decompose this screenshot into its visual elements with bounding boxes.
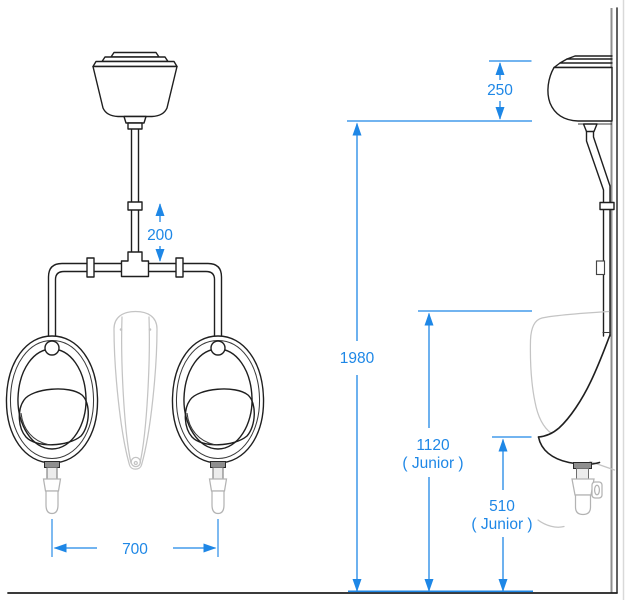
- dimension-1980-label: 1980: [340, 350, 375, 367]
- dimension-700: 700: [51, 519, 219, 558]
- outlet-flange: [573, 462, 592, 469]
- pipe-bracket: [595, 260, 606, 276]
- dimension-700-label: 700: [122, 541, 148, 558]
- front-view: [5, 51, 265, 515]
- dimension-510-label: 510: [489, 498, 515, 515]
- bottle-trap: [574, 494, 592, 516]
- dimension-1120-label: 1120: [416, 437, 450, 454]
- pipe-coupling: [86, 257, 95, 278]
- dimension-200: 200: [147, 203, 173, 262]
- dimension-250: 250: [487, 60, 532, 120]
- tee-fitting: [120, 251, 150, 278]
- side-view: [529, 7, 618, 594]
- flush-pipe-side: [585, 130, 615, 337]
- urinal-left: [5, 335, 99, 515]
- dimension-250-label: 250: [487, 82, 513, 99]
- dimension-1980: 1980: [340, 120, 532, 592]
- pipe-coupling: [599, 201, 615, 211]
- pipe-coupling: [127, 201, 143, 211]
- cistern-front: [92, 51, 178, 130]
- dimension-200-label: 200: [147, 227, 173, 244]
- dimension-510-note: ( Junior ): [471, 516, 532, 533]
- division-panel: [113, 310, 158, 470]
- urinal-right: [171, 335, 265, 515]
- cistern-side: [547, 55, 613, 133]
- flush-pipework-front: [47, 128, 223, 343]
- pipe-coupling: [175, 257, 184, 278]
- dimension-1120-note: ( Junior ): [402, 455, 463, 472]
- urinal-side: [529, 310, 616, 528]
- dimension-510-junior: 510 ( Junior ): [471, 436, 533, 592]
- dimension-1120-junior: 1120 ( Junior ): [402, 310, 532, 592]
